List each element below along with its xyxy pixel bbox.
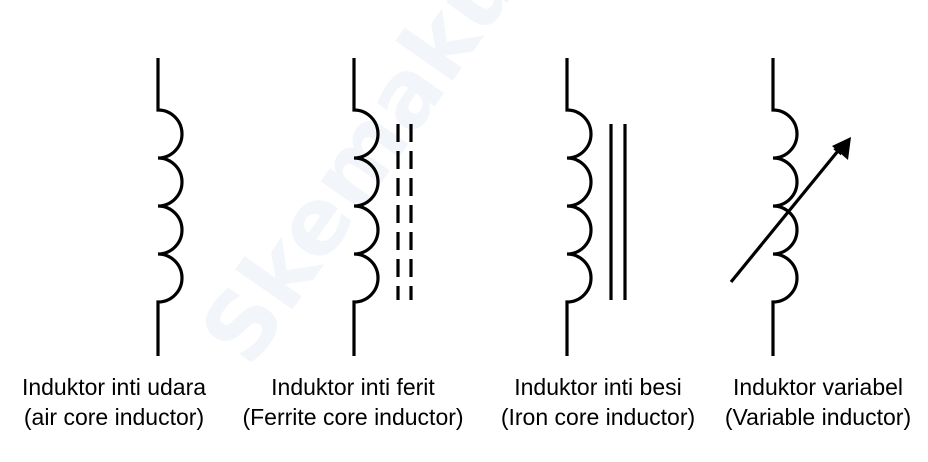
- iron-core-inductor-subtitle: (Iron core inductor): [500, 404, 696, 430]
- iron-core-inductor-title: Induktor inti besi: [514, 374, 682, 400]
- variable-inductor-subtitle: (Variable inductor): [724, 404, 912, 430]
- ferrite-core-coil: [352, 58, 380, 356]
- ferrite-core-inductor-subtitle: (Ferrite core inductor): [242, 404, 464, 430]
- variable-inductor-arrow: [729, 144, 844, 284]
- air-core-inductor-label: Induktor inti udara (air core inductor): [0, 372, 228, 432]
- air-core-coil: [156, 58, 184, 356]
- iron-core-coil: [565, 58, 593, 356]
- ferrite-core-inductor-label: Induktor inti ferit (Ferrite core induct…: [226, 372, 480, 432]
- watermark-text: Skemaku.com: [180, 0, 681, 383]
- ferrite-core-inductor-title: Induktor inti ferit: [271, 374, 435, 400]
- variable-inductor-coil: [771, 58, 799, 356]
- ferrite-core-inductor-symbol: [352, 58, 413, 356]
- air-core-inductor-subtitle: (air core inductor): [23, 404, 205, 430]
- variable-inductor-label: Induktor variabel (Variable inductor): [710, 372, 926, 432]
- iron-core-inductor-symbol: [565, 58, 627, 356]
- iron-core-inductor-label: Induktor inti besi (Iron core inductor): [485, 372, 711, 432]
- variable-inductor-title: Induktor variabel: [732, 374, 904, 400]
- air-core-inductor-symbol: [156, 58, 184, 356]
- variable-inductor-symbol: [729, 58, 851, 356]
- variable-inductor-arrow-head-icon: [832, 137, 851, 160]
- air-core-inductor-title: Induktor inti udara: [21, 374, 207, 400]
